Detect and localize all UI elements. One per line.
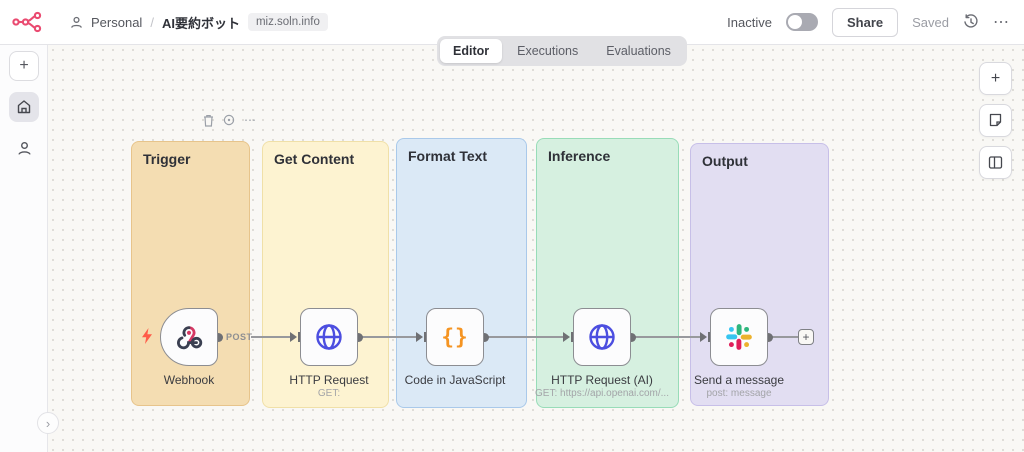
node-webhook[interactable]: [160, 308, 218, 366]
node-label-http-request: HTTP Request: [289, 373, 369, 387]
delete-sticky-icon[interactable]: [203, 114, 214, 127]
active-toggle[interactable]: [785, 13, 818, 31]
node-slack[interactable]: [710, 308, 768, 366]
group-get-content[interactable]: Get Content: [262, 141, 389, 408]
node-http-request-ai[interactable]: [573, 308, 631, 366]
connection-line[interactable]: [251, 336, 294, 338]
toggle-knob: [787, 15, 802, 29]
webhook-icon: [177, 326, 203, 350]
home-icon: [17, 100, 31, 114]
user-icon: [17, 141, 31, 155]
connection-line[interactable]: [634, 336, 704, 338]
connection-label-post: POST: [226, 332, 253, 342]
workflow-tag-badge[interactable]: miz.soln.info: [247, 13, 328, 31]
output-port[interactable]: [354, 333, 363, 342]
workflow-title[interactable]: AI要約ボット: [161, 15, 240, 31]
saved-status: Saved: [912, 14, 949, 30]
group-title: Output: [702, 153, 748, 169]
tab-editor[interactable]: Editor: [440, 39, 503, 63]
input-arrow: [290, 332, 297, 342]
group-title: Trigger: [143, 151, 191, 167]
history-icon[interactable]: [963, 14, 979, 30]
slack-icon: [726, 324, 752, 350]
workflow-canvas[interactable]: ⋯ Trigger Get Content Format Text Infere…: [48, 45, 1024, 452]
left-sidebar: +: [0, 45, 48, 452]
output-port[interactable]: [214, 333, 223, 342]
connection-line[interactable]: [771, 336, 799, 338]
sticky-options-icon[interactable]: ⋯: [244, 113, 256, 127]
group-trigger[interactable]: Trigger: [131, 141, 250, 406]
output-port[interactable]: [627, 333, 636, 342]
add-node-button[interactable]: +: [979, 62, 1012, 95]
add-next-node-button[interactable]: +: [798, 329, 814, 345]
node-subtitle-http-request: GET:: [317, 388, 341, 399]
add-sticky-note-button[interactable]: [979, 104, 1012, 137]
panel-layout-icon: [988, 156, 1003, 169]
more-options-icon[interactable]: ⋯: [993, 14, 1010, 31]
lightning-bolt-icon[interactable]: [140, 327, 154, 345]
input-port: [424, 332, 427, 342]
output-port[interactable]: [764, 333, 773, 342]
header-actions: Inactive Share Saved ⋯: [727, 0, 1010, 44]
group-format-text[interactable]: Format Text: [396, 138, 527, 408]
active-status-label: Inactive: [727, 14, 772, 30]
node-code[interactable]: {}: [426, 308, 484, 366]
globe-icon: [316, 324, 342, 350]
input-arrow: [700, 332, 707, 342]
view-tabs: Editor Executions Evaluations: [437, 36, 687, 66]
node-label-slack: Send a message: [693, 373, 785, 387]
tab-evaluations[interactable]: Evaluations: [606, 44, 671, 58]
sidebar-collapse-toggle[interactable]: ›: [37, 412, 59, 434]
add-workflow-button[interactable]: +: [9, 51, 39, 81]
output-port[interactable]: [480, 333, 489, 342]
group-title: Inference: [548, 148, 611, 164]
input-arrow: [563, 332, 570, 342]
tab-executions[interactable]: Executions: [517, 44, 579, 58]
breadcrumb-project[interactable]: Personal: [91, 14, 143, 30]
node-label-webhook: Webhook: [163, 373, 215, 387]
node-label-code: Code in JavaScript: [404, 373, 506, 387]
n8n-logo-icon[interactable]: [12, 11, 42, 33]
group-output[interactable]: Output: [690, 143, 829, 406]
globe-icon: [589, 324, 615, 350]
sidebar-item-home[interactable]: [9, 92, 39, 122]
input-port: [708, 332, 711, 342]
person-icon: [71, 16, 82, 28]
connection-line[interactable]: [487, 336, 567, 338]
sticky-note-icon: [989, 113, 1002, 127]
group-title: Format Text: [408, 148, 488, 164]
input-port: [298, 332, 301, 342]
node-subtitle-slack: post: message: [706, 388, 772, 399]
node-http-request[interactable]: [300, 308, 358, 366]
breadcrumb: Personal / AI要約ボット miz.soln.info: [70, 0, 328, 44]
input-port: [571, 332, 574, 342]
node-label-http-request-ai: HTTP Request (AI): [551, 373, 653, 387]
share-button[interactable]: Share: [831, 7, 899, 37]
group-title: Get Content: [274, 151, 355, 167]
input-arrow: [416, 332, 423, 342]
tidy-layout-button[interactable]: [979, 146, 1012, 179]
sticky-color-icon[interactable]: [223, 114, 235, 126]
connection-line[interactable]: [361, 336, 420, 338]
breadcrumb-separator: /: [150, 14, 154, 30]
sidebar-item-user[interactable]: [9, 133, 39, 163]
group-inference[interactable]: Inference: [536, 138, 679, 408]
code-braces-icon: {}: [441, 325, 469, 349]
sticky-note-toolbar: ⋯: [203, 113, 256, 127]
